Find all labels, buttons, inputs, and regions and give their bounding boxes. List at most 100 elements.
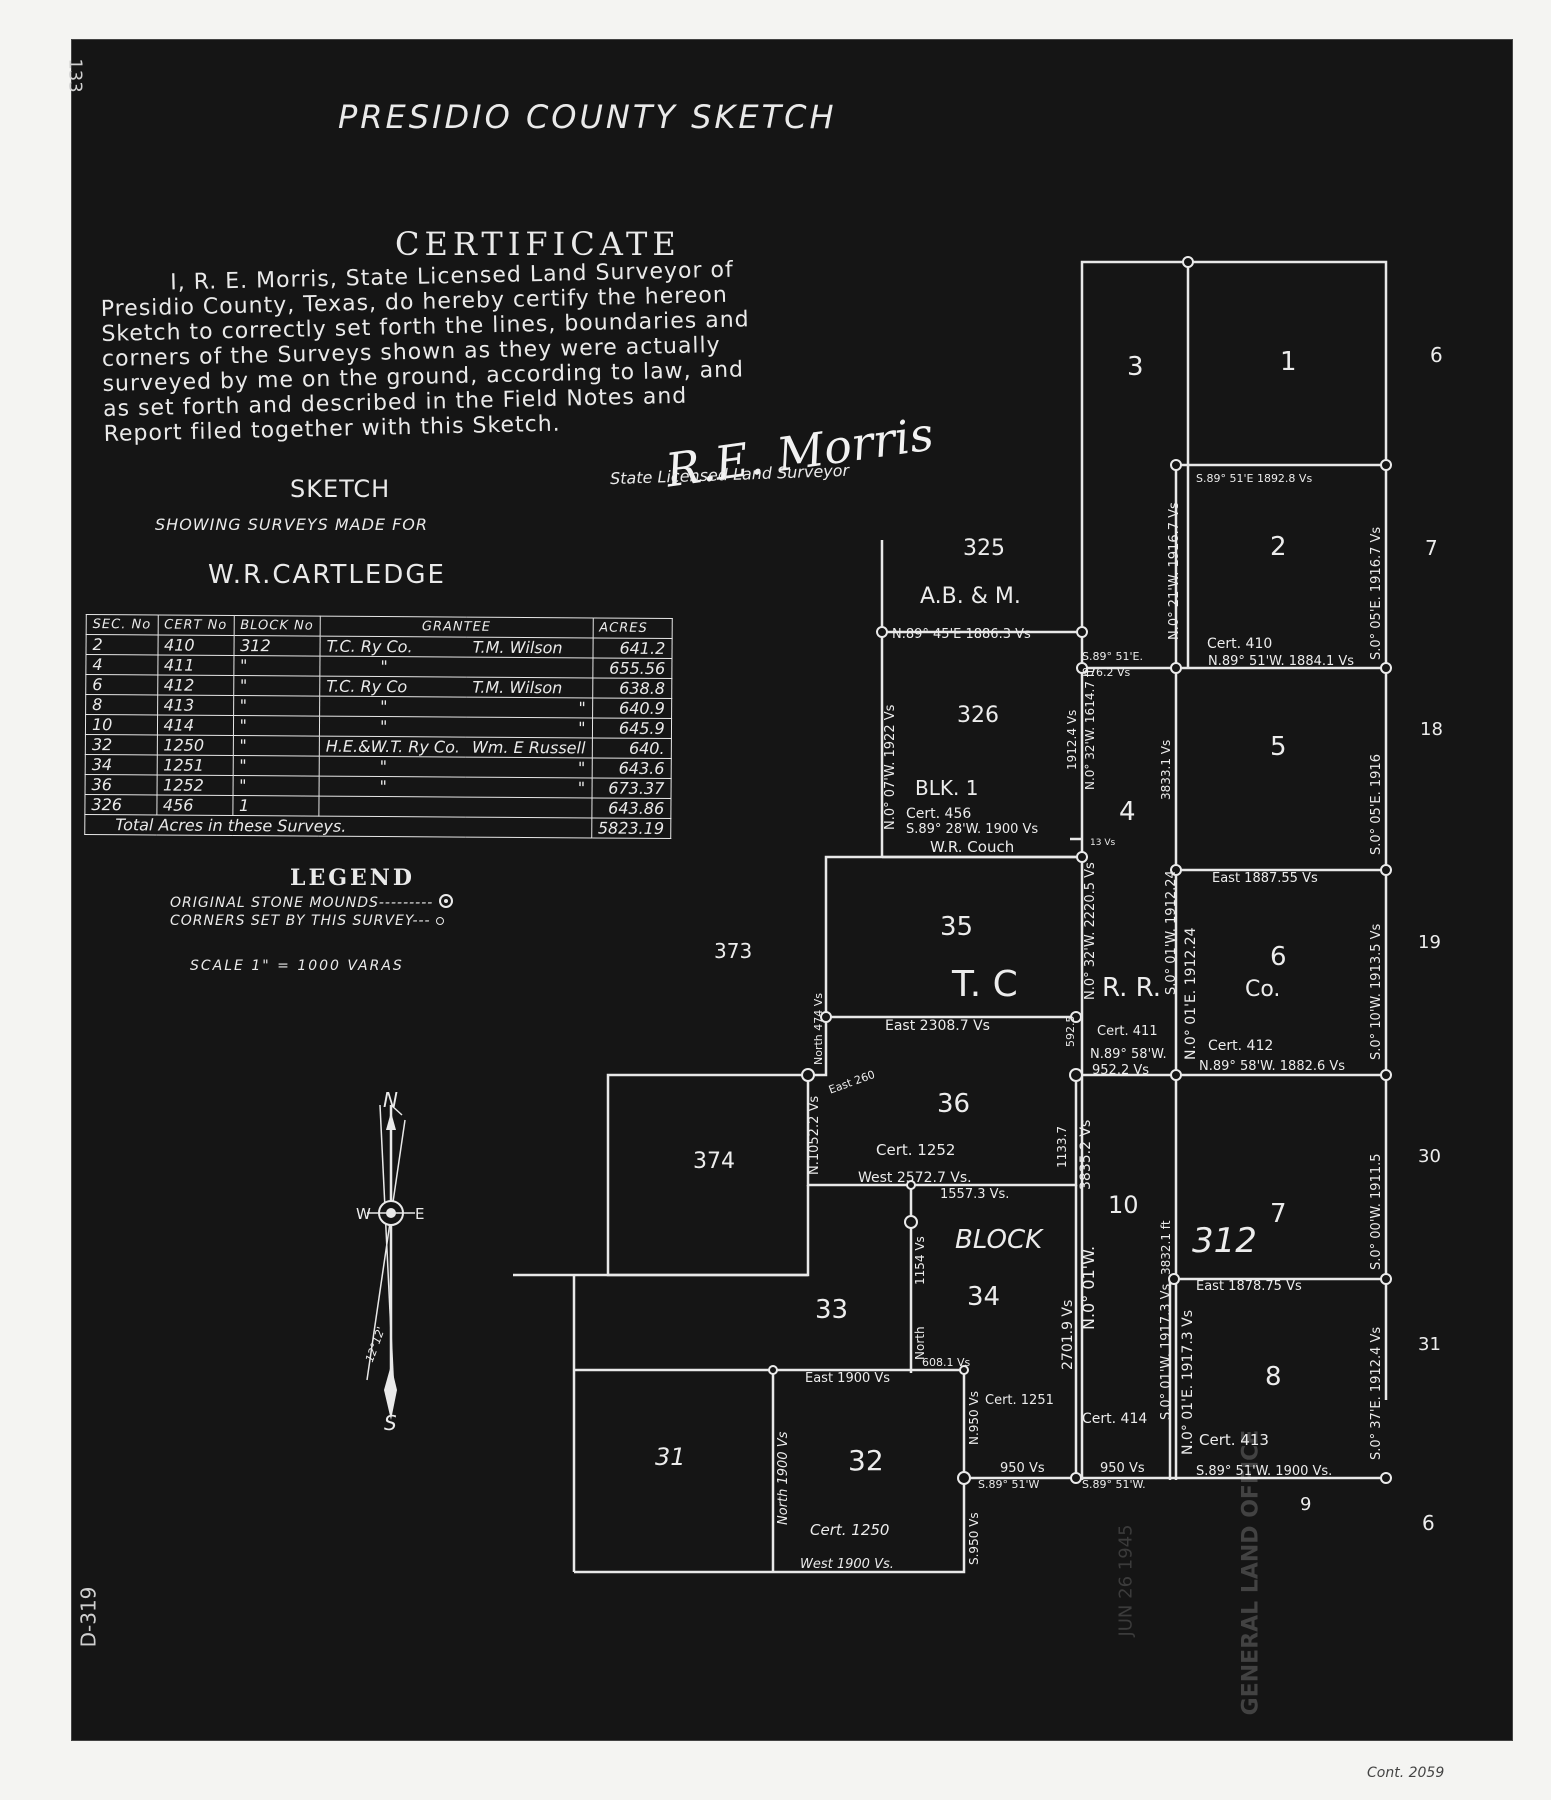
call-m: S.89° 28'W. 1900 Vs (906, 822, 1038, 837)
legend-corners-set: CORNERS SET BY THIS SURVEY--- (170, 913, 445, 929)
corner-markers (768, 256, 1392, 1485)
cert-456: Cert. 456 (906, 806, 971, 822)
call-av: North 1900 Vs (776, 1431, 791, 1525)
call-d: N.89° 45'E 1886.3 Vs (892, 627, 1031, 642)
call-b: N.0° 21'W. 1916.7 Vs (1167, 502, 1182, 640)
call-ar: S.89° 51'W (978, 1478, 1039, 1491)
section-325: 325 (963, 536, 1005, 561)
cert-414: Cert. 414 (1082, 1411, 1147, 1427)
call-v: N.0° 01'E. 1912.24 (1183, 927, 1199, 1060)
map-title: PRESIDIO COUNTY SKETCH (338, 98, 837, 136)
margin-number: 30 (1418, 1146, 1441, 1167)
cert-411: Cert. 411 (1097, 1024, 1158, 1039)
call-af: S.0° 00'W. 1911.5 (1369, 1153, 1384, 1270)
label-blk1: BLK. 1 (915, 776, 978, 800)
section-326: 326 (957, 703, 999, 728)
legend-corners-set-label: CORNERS SET BY THIS SURVEY--- (170, 913, 431, 929)
section-373: 373 (714, 939, 752, 963)
call-aj: S.0° 01'W. 1917.3 Vs (1159, 1283, 1174, 1420)
stone-mound-icon (438, 894, 453, 908)
map-scale: SCALE 1" = 1000 VARAS (190, 958, 404, 974)
cert-412: Cert. 412 (1208, 1038, 1273, 1054)
section-1: 1 (1280, 347, 1297, 377)
margin-number: 9 (1300, 1494, 1311, 1515)
file-code: Cont. 2059 (1367, 1765, 1445, 1781)
call-y: N.1052.2 Vs (807, 1096, 822, 1175)
section-6: 6 (1270, 942, 1287, 972)
cert-1251: Cert. 1251 (985, 1393, 1054, 1408)
margin-number: 31 (1418, 1334, 1441, 1355)
call-ad: 3835.2 Vs (1078, 1120, 1094, 1190)
margin-number: 19 (1418, 932, 1441, 953)
cert-413: Cert. 413 (1199, 1431, 1269, 1449)
cert-410: Cert. 410 (1207, 636, 1272, 652)
cert-1252: Cert. 1252 (876, 1141, 955, 1159)
call-ah: N.0° 01'W. (1079, 1246, 1098, 1330)
call-r: East 2308.7 Vs (885, 1018, 990, 1034)
section-33: 33 (815, 1295, 848, 1325)
margin-number: 18 (1420, 719, 1443, 740)
call-h: N.0° 07'W. 1922 Vs (883, 704, 898, 830)
call-ab: 1154 Vs (913, 1236, 927, 1285)
call-at: S.89° 51'W. (1082, 1478, 1146, 1491)
call-aa: 1557.3 Vs. (940, 1187, 1009, 1202)
certificate-heading: CERTIFICATE (395, 225, 681, 263)
call-o: S.0° 01'W. 1912.24 (1164, 870, 1179, 995)
label-rr: R. R. (1102, 973, 1161, 1003)
call-ap: N.950 Vs (967, 1391, 981, 1445)
call-w: North 474 Vs (812, 993, 825, 1065)
corner-set-icon (436, 917, 445, 925)
call-ak: N.0° 01'E. 1917.3 Vs (1180, 1310, 1196, 1455)
section-4: 4 (1119, 797, 1136, 827)
call-p: S.0° 10'W. 1913.5 Vs (1369, 923, 1384, 1060)
section-5: 5 (1270, 732, 1287, 762)
compass-north: N (383, 1088, 398, 1112)
call-ax: S.950 Vs (967, 1512, 981, 1565)
call-u: N.89° 58'W. 1882.6 Vs (1199, 1059, 1345, 1074)
call-a: S.89° 51'E 1892.8 Vs (1196, 472, 1312, 485)
call-k: 3833.1 Vs (1159, 740, 1173, 800)
call-t: 952.2 Vs (1092, 1063, 1149, 1078)
compass-west: W (356, 1205, 371, 1223)
call-i: N.0° 32'W. 1614.7 ft (1083, 668, 1097, 790)
label-co: Co. (1245, 977, 1280, 1002)
call-x: East 260 (827, 1068, 877, 1097)
call-s: N.89° 58'W. (1090, 1047, 1167, 1062)
call-az: 13 Vs (1090, 838, 1115, 848)
label-wr-couch: W.R. Couch (930, 838, 1014, 856)
call-z: West 2572.7 Vs. (858, 1170, 972, 1186)
section-7: 7 (1270, 1199, 1287, 1229)
section-32: 32 (848, 1444, 884, 1477)
compass-declination: 12°12' (363, 1325, 388, 1364)
call-ai: 2701.9 Vs (1060, 1300, 1076, 1370)
call-f: 976.2 Vs (1082, 666, 1131, 679)
compass-east: E (415, 1205, 424, 1223)
call-as: 950 Vs (1100, 1461, 1145, 1476)
call-c: S.0° 05'E. 1916.7 Vs (1369, 527, 1384, 660)
call-al: S.0° 37'E. 1912.4 Vs (1369, 1327, 1384, 1460)
call-au: S.89° 51'W. 1900 Vs. (1196, 1464, 1332, 1479)
map-sheet (72, 40, 1512, 1740)
call-l: S.0° 05'E. 1916 (1369, 754, 1384, 855)
section-8: 8 (1265, 1362, 1282, 1392)
section-34: 34 (967, 1282, 1000, 1312)
call-e: S.89° 51'E. (1082, 650, 1143, 663)
label-312: 312 (1192, 1221, 1257, 1261)
legend-heading: LEGEND (290, 865, 415, 891)
label-block: BLOCK (955, 1225, 1044, 1255)
call-aq: 950 Vs (1000, 1461, 1045, 1476)
legend-stone-mounds-label: ORIGINAL STONE MOUNDS--------- (170, 895, 434, 911)
margin-number: 6 (1430, 343, 1443, 367)
call-ay: 592.5 (1064, 1016, 1077, 1048)
call-ag: East 1878.75 Vs (1196, 1279, 1302, 1294)
call-g: N.89° 51'W. 1884.1 Vs (1208, 654, 1354, 669)
call-j: 1912.4 Vs (1065, 710, 1079, 770)
north-arrow-icon (366, 1104, 415, 1420)
section-31: 31 (655, 1443, 686, 1471)
call-am: North (913, 1326, 927, 1360)
call-q: N.0° 32'W. 2220.5 Vs (1083, 862, 1098, 1000)
call-ae: 3832.1 ft (1159, 1220, 1173, 1275)
call-aw: West 1900 Vs. (800, 1557, 894, 1572)
compass-south: S (384, 1411, 397, 1435)
legend-stone-mounds: ORIGINAL STONE MOUNDS--------- (170, 893, 453, 911)
